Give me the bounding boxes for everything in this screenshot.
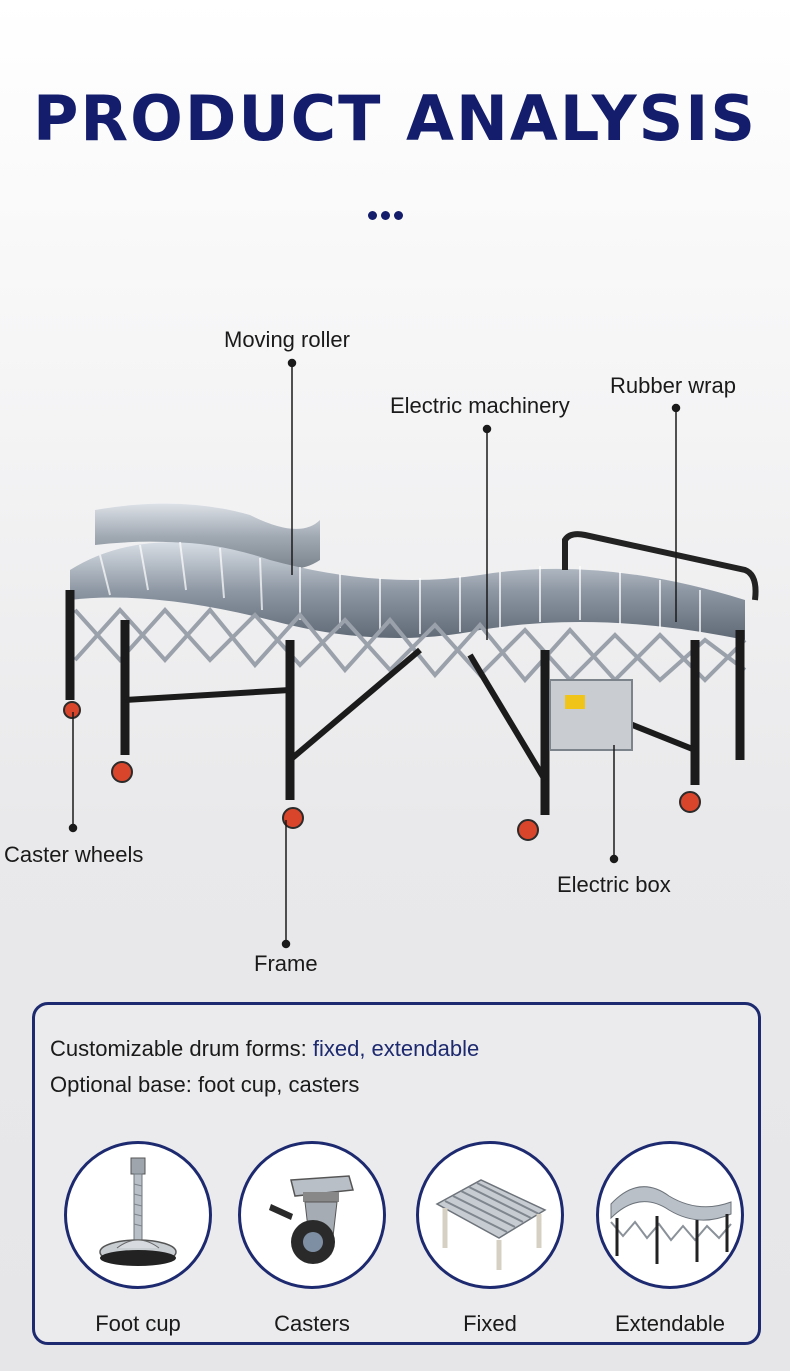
option-label: Fixed	[463, 1311, 517, 1336]
option-extendable: Extendable	[595, 1141, 745, 1337]
callout-electric-machinery: Electric machinery	[390, 393, 570, 418]
caster-icon	[238, 1141, 386, 1289]
foot-cup-icon	[64, 1141, 212, 1289]
callout-moving-roller: Moving roller	[224, 327, 350, 352]
page-title: PRODUCT ANALYSIS	[32, 82, 758, 155]
options-panel: Customizable drum forms: fixed, extendab…	[32, 1002, 761, 1345]
drum-forms-label: Customizable drum forms:	[50, 1036, 313, 1061]
drum-forms-value: fixed, extendable	[312, 1036, 480, 1061]
optional-base-line: Optional base: foot cup, casters	[50, 1072, 360, 1097]
option-fixed: Fixed	[415, 1141, 565, 1337]
callout-frame: Frame	[254, 951, 318, 976]
extendable-conveyor-icon	[596, 1141, 744, 1289]
option-label: Foot cup	[95, 1311, 181, 1336]
callout-rubber-wrap: Rubber wrap	[610, 373, 736, 398]
title-dots	[368, 207, 407, 225]
option-label: Casters	[274, 1311, 350, 1336]
drum-forms-line: Customizable drum forms: fixed, extendab…	[50, 1036, 479, 1062]
conveyor-illustration	[63, 358, 759, 949]
option-label: Extendable	[614, 1311, 726, 1336]
option-foot-cup: Foot cup	[63, 1141, 213, 1337]
option-casters: Casters	[237, 1141, 387, 1337]
callout-caster-wheels: Caster wheels	[4, 842, 144, 867]
fixed-conveyor-icon	[416, 1141, 564, 1289]
callout-electric-box: Electric box	[557, 872, 671, 897]
